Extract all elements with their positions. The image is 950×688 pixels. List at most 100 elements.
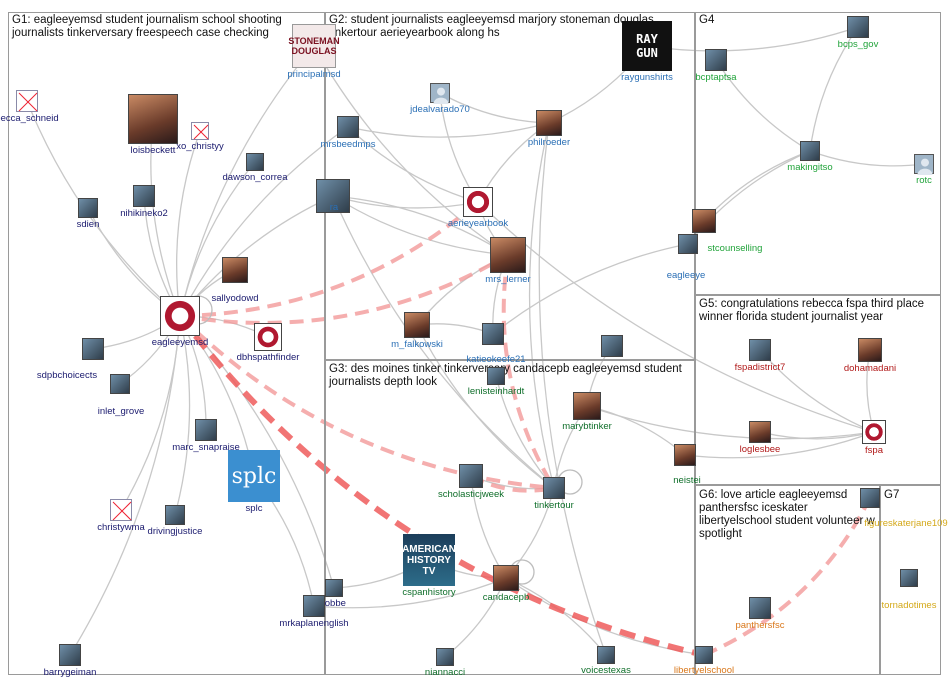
- node-jdealvarado70-icon[interactable]: [430, 83, 450, 111]
- node-libertyelschool-label: libertyelschool: [673, 665, 735, 676]
- edge-bcptaptsa-makingitso: [715, 59, 811, 152]
- node-m-falkowski-icon[interactable]: [404, 312, 430, 338]
- node-iceskaterjane109-icon[interactable]: [860, 488, 880, 508]
- node-principalmsd-label: principalmsd: [287, 69, 341, 80]
- node-drivingjustice-icon[interactable]: [165, 505, 185, 525]
- edge-eagleeyemsd-tinkertour: [178, 314, 555, 490]
- node-nihikineko2-icon[interactable]: [133, 185, 155, 207]
- node-tornadotimes-icon[interactable]: [900, 569, 918, 587]
- node-marybtinker-icon[interactable]: [573, 392, 601, 420]
- group-g5-box: [695, 295, 941, 485]
- node-mrkaplanenglish-icon[interactable]: [303, 595, 325, 617]
- group-g4-label: G4: [699, 14, 715, 26]
- node-tobbe-icon[interactable]: [325, 579, 343, 597]
- edge-loglesbee-fspa: [759, 431, 875, 440]
- node-eagleeyemsd-label: eagleeyemsd: [151, 337, 209, 348]
- node-xo-christyy-icon[interactable]: [191, 122, 209, 140]
- node-dbhspathfinder-icon[interactable]: [254, 323, 282, 351]
- node-mrs-lerner-icon[interactable]: [490, 237, 526, 273]
- node-dawson-correa-icon[interactable]: [246, 153, 264, 171]
- edge-principalmsd-eagleeyemsd: [179, 45, 315, 317]
- node-neistei-icon[interactable]: [674, 444, 696, 466]
- node-eagleeyemsd-icon[interactable]: [160, 296, 200, 336]
- node-dohamadani-label: dohamadani: [843, 363, 897, 374]
- node-loglesbee-icon[interactable]: [749, 421, 771, 443]
- node-dohamadani-icon[interactable]: [858, 338, 882, 362]
- node-christywma-icon[interactable]: [110, 499, 132, 521]
- node-katieokeefe21-icon[interactable]: [482, 323, 504, 345]
- group-g3-box: [325, 360, 695, 675]
- node-tinkertour-icon[interactable]: [543, 477, 565, 499]
- edge-principalmsd-mrs_lerner: [313, 45, 509, 256]
- group-g5-label: G5: congratulations rebecca fspa third p…: [699, 298, 925, 323]
- node-principalmsd-icon[interactable]: STONEMAN DOUGLAS: [288, 24, 340, 68]
- node-barrygeiman-icon[interactable]: [59, 644, 81, 666]
- node-sallyodowd-icon[interactable]: [222, 257, 248, 283]
- edge-libertyelschool-iceskaterjane109: [703, 497, 872, 657]
- node-loisbeckett-icon[interactable]: [128, 94, 178, 144]
- edge-mrs_lerner-tinkertour: [501, 254, 556, 490]
- node-niannacci-icon[interactable]: [436, 648, 454, 666]
- node-voicestexas-label: voicestexas: [581, 665, 631, 676]
- edge-philroeder-tinkertour: [528, 122, 555, 489]
- node-sdien-icon[interactable]: [78, 198, 98, 218]
- node-xo-christyy-label: xo_christyy: [176, 141, 224, 152]
- node-cspanhistory-icon[interactable]: AMERICAN HISTORY TV: [402, 534, 456, 586]
- node-bcptaptsa-icon[interactable]: [705, 49, 727, 71]
- node-sdien-label: sdien: [76, 219, 100, 230]
- node-tinkertour-label: tinkertour: [534, 500, 574, 511]
- node-loglesbee-label: loglesbee: [739, 444, 781, 455]
- node-mrsbeedmps-icon[interactable]: [337, 116, 359, 138]
- node-panthersfsc-icon[interactable]: [749, 597, 771, 619]
- node-marc-snapraise-icon[interactable]: [195, 419, 217, 441]
- edge-marybtinker-fspa: [586, 405, 875, 440]
- edge-philroeder-voicestexas: [538, 122, 607, 656]
- node-barrygeiman-label: barrygeiman: [43, 667, 97, 678]
- node-rotc-icon[interactable]: [914, 154, 934, 182]
- node-stcounselling-label: stcounselling: [707, 243, 763, 254]
- node-sallyodowd-label: sallyodowd: [211, 293, 259, 304]
- node-philroeder-icon[interactable]: [536, 110, 562, 136]
- node-ra-label: ra: [329, 202, 339, 213]
- node-tornadotimes-label: tornadotimes: [881, 600, 937, 611]
- edge-eagleeyemsd-aerieyearbook: [179, 200, 480, 318]
- node-fspa-icon[interactable]: [862, 420, 886, 444]
- node-aerieyearbook-icon[interactable]: [463, 187, 493, 217]
- edge-bcps_gov-makingitso: [809, 26, 859, 152]
- node-marybtinker-label: marybtinker: [562, 421, 612, 432]
- edge-eagleeye-katieokeefe21: [492, 243, 689, 335]
- node-sdpbchoicects-icon[interactable]: [82, 338, 104, 360]
- node-raygunshirts-icon[interactable]: RAY GUN: [622, 21, 672, 71]
- node-inlet-grove-label: inlet_grove: [97, 406, 145, 417]
- node-splc-label: splc: [245, 503, 263, 514]
- node-scholasticjweek-icon[interactable]: [459, 464, 483, 488]
- node-stcounselling-icon[interactable]: [692, 209, 716, 233]
- node-voicestexas-icon[interactable]: [597, 646, 615, 664]
- node-tobbe-label: tobbe: [322, 598, 346, 609]
- node-eagleeye-label: eagleeye: [666, 270, 706, 281]
- node-candacepb-icon[interactable]: [493, 565, 519, 591]
- node-makingitso-icon[interactable]: [800, 141, 820, 161]
- node-eagleeye-icon[interactable]: [678, 234, 698, 254]
- node-fspadistrict7-icon[interactable]: [749, 339, 771, 361]
- node-lenisteinhardt-icon[interactable]: [487, 367, 505, 385]
- node-katieoke2-icon[interactable]: [601, 335, 623, 357]
- node-scholasticjweek-label: scholasticjweek: [438, 489, 504, 500]
- node-libertyelschool-icon[interactable]: [695, 646, 713, 664]
- node-sdpbchoicects-label: sdpbchoicects: [36, 370, 98, 381]
- node-dbhspathfinder-label: dbhspathfinder: [236, 352, 300, 363]
- node-inlet-grove-icon[interactable]: [110, 374, 130, 394]
- node-becca-schneid-icon[interactable]: [16, 90, 38, 112]
- node-splc-icon[interactable]: splc: [228, 450, 280, 502]
- node-loisbeckett-label: loisbeckett: [130, 145, 176, 156]
- node-fspadistrict7-label: fspadistrict7: [734, 362, 786, 373]
- edge-mrkaplanenglish-candacepb: [313, 577, 507, 609]
- node-neistei-label: neistei: [673, 475, 701, 486]
- group-g2-label: G2: student journalists eagleeyemsd marj…: [329, 14, 654, 39]
- node-m-falkowski-label: m_falkowski: [391, 339, 443, 350]
- edge-tobbe-eagleeyemsd: [179, 315, 335, 589]
- node-bcps-gov-icon[interactable]: [847, 16, 869, 38]
- node-niannacci-label: niannacci: [424, 667, 466, 678]
- node-ra-icon[interactable]: [316, 179, 350, 213]
